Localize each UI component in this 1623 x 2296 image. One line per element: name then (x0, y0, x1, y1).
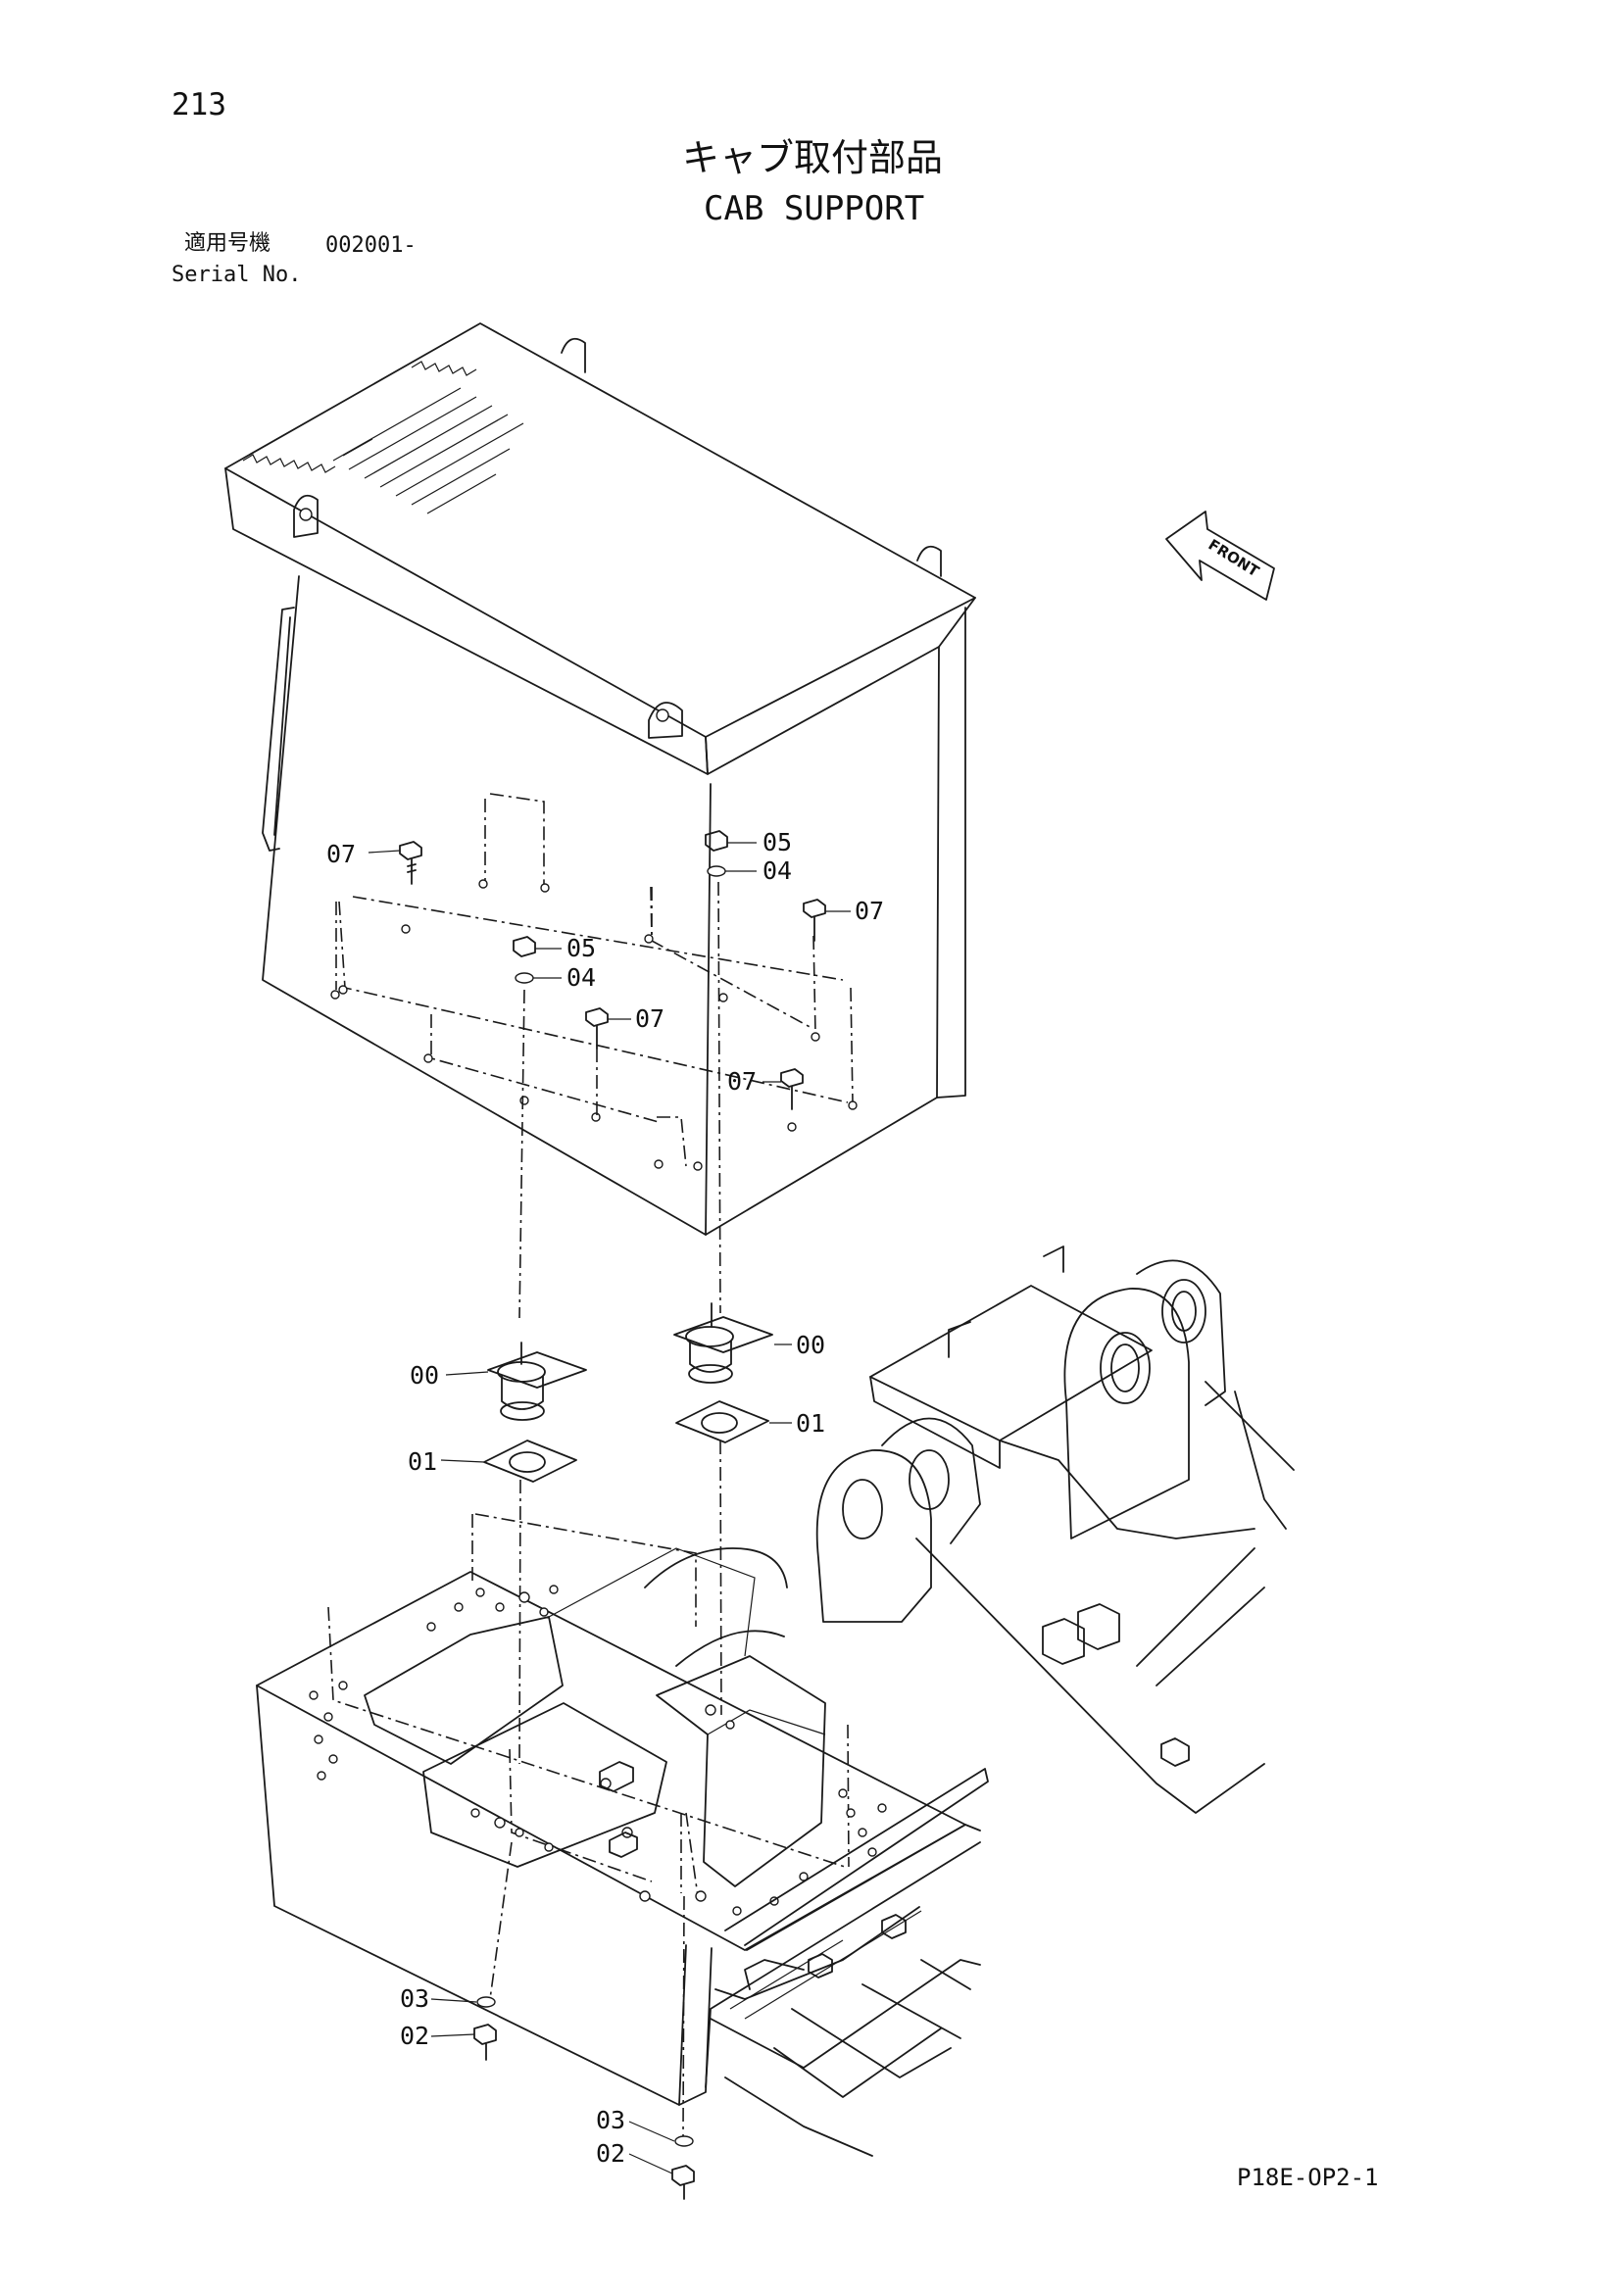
callout-04: 04 (762, 856, 792, 885)
part-callouts: 07 05 04 07 05 04 07 07 00 00 01 01 03 0… (326, 828, 884, 2168)
boom-bracket-and-undercarriage (705, 1246, 1295, 2157)
callout-02: 02 (596, 2139, 625, 2168)
front-direction-arrow: FRONT (1165, 511, 1275, 601)
serial-label-japanese: 適用号機 (184, 231, 271, 256)
callout-01: 01 (796, 1409, 825, 1438)
callout-01: 01 (408, 1447, 437, 1476)
callout-04: 04 (566, 963, 596, 992)
title-japanese: キャブ取付部品 (682, 136, 944, 179)
drawing-code: P18E-OP2-1 (1237, 2164, 1379, 2191)
callout-07: 07 (635, 1004, 664, 1033)
callout-07: 07 (326, 840, 356, 868)
callout-03: 03 (596, 2106, 625, 2134)
cab-body (224, 322, 976, 1236)
callout-03: 03 (400, 1984, 429, 2013)
callout-05: 05 (762, 828, 792, 856)
bottom-fasteners (430, 1996, 695, 2200)
bolt-07-left (399, 841, 422, 885)
serial-label-english: Serial No. (172, 263, 302, 287)
base-frame (256, 1513, 981, 2137)
callout-02: 02 (400, 2022, 429, 2050)
callout-07: 07 (727, 1067, 757, 1096)
callout-00: 00 (796, 1331, 825, 1359)
callout-07: 07 (855, 897, 884, 925)
title-english: CAB SUPPORT (704, 189, 925, 228)
front-arrow-label: FRONT (1205, 536, 1263, 581)
serial-number-value: 002001- (325, 233, 417, 258)
cab-mounts (440, 1302, 792, 1765)
callout-00: 00 (410, 1361, 439, 1390)
cab-fasteners (368, 830, 851, 1319)
page-number: 213 (172, 87, 226, 122)
callout-05: 05 (566, 934, 596, 962)
